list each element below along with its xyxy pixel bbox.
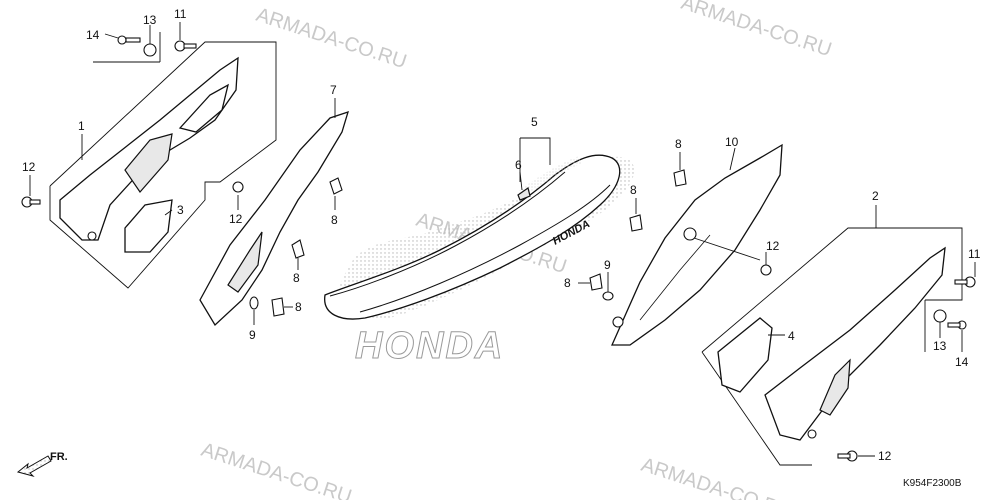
clip-8 — [271, 297, 285, 317]
callout-5: 5 — [531, 115, 538, 129]
callout-12: 12 — [229, 212, 243, 226]
bolt-12-right — [760, 264, 772, 276]
callout-7: 7 — [330, 83, 337, 97]
seat-edge-line — [359, 184, 611, 313]
clip-8 — [589, 273, 603, 291]
callout-11: 11 — [968, 247, 981, 261]
left-shroud-detail — [227, 231, 263, 293]
front-label: FR. — [50, 451, 68, 463]
callout-12: 12 — [766, 239, 780, 253]
left-side-cover-group — [21, 22, 277, 289]
callout-9: 9 — [249, 328, 256, 342]
seat-hook-6 — [517, 187, 531, 201]
callout-8: 8 — [675, 137, 682, 151]
diagram-code: K954F2300B — [903, 478, 962, 489]
left-group-frame — [49, 41, 277, 289]
clip-8 — [673, 169, 687, 187]
front-direction-indicator: FR. — [16, 451, 68, 477]
left-shroud-group — [199, 98, 349, 327]
callout-13: 13 — [143, 13, 157, 27]
collar-13-right — [933, 309, 947, 323]
clip-8 — [329, 177, 343, 195]
callout-13: 13 — [933, 339, 947, 353]
right-side-cover-group — [701, 205, 976, 466]
watermark-text: ARMADA-CO.RU — [198, 439, 354, 500]
callout-4: 4 — [788, 329, 795, 343]
leader-5 — [520, 137, 551, 165]
grommet — [683, 227, 697, 241]
grommet — [87, 231, 97, 241]
bolt-11-left-shank — [183, 43, 197, 49]
right-shroud-group — [610, 143, 783, 346]
grommet — [807, 429, 817, 439]
callout-14: 14 — [955, 355, 969, 369]
left-cover-rib — [178, 83, 229, 133]
watermark-text: ARMADA-CO.RU — [638, 454, 794, 500]
leader-12 — [693, 237, 761, 261]
bolt-12-left-shank — [29, 199, 41, 205]
leader-6 — [519, 171, 523, 191]
right-shroud — [610, 143, 783, 346]
callout-labels: 1 2 3 4 5 6 7 8 8 8 8 8 8 9 9 10 11 11 1… — [22, 7, 981, 463]
callout-8: 8 — [331, 213, 338, 227]
right-group-frame — [701, 351, 812, 466]
right-cover-window — [819, 358, 851, 416]
leader-10 — [729, 147, 736, 171]
bolt-14-left-shank — [125, 37, 141, 43]
right-side-cover — [764, 246, 946, 441]
washer-9 — [602, 291, 614, 301]
callout-8: 8 — [630, 183, 637, 197]
callout-6: 6 — [515, 158, 522, 172]
left-emblem — [124, 199, 173, 253]
right-group-frame — [925, 245, 963, 301]
watermark-text: ARMADA-CO.RU — [253, 4, 409, 73]
bolt-12-shroud — [232, 181, 244, 193]
callout-8: 8 — [564, 276, 571, 290]
honda-wordmark: HONDA — [355, 325, 504, 367]
front-arrow-icon — [16, 455, 52, 477]
callout-3: 3 — [177, 203, 184, 217]
bolt-11-right-shank — [954, 279, 968, 285]
leader-3 — [164, 209, 173, 216]
bolt-14-right-shank — [947, 322, 961, 328]
left-cover-window — [124, 133, 173, 193]
watermark-text: ARMADA-CO.RU — [678, 0, 834, 61]
bolt-14-left — [117, 35, 127, 45]
washer-9 — [249, 296, 259, 310]
clip-8 — [629, 214, 643, 232]
bolt-12-lower-shank — [837, 453, 851, 459]
callout-9: 9 — [604, 258, 611, 272]
leader-14 — [104, 33, 119, 39]
grommet — [612, 316, 624, 328]
callout-14: 14 — [86, 28, 100, 42]
seat-group: HONDA HONDA — [324, 137, 635, 368]
callout-12: 12 — [22, 160, 36, 174]
callout-2: 2 — [872, 189, 879, 203]
clip-8 — [291, 239, 305, 259]
callout-12: 12 — [878, 449, 892, 463]
callout-1: 1 — [78, 119, 85, 133]
seat-edge-line — [329, 171, 566, 297]
callout-8: 8 — [295, 300, 302, 314]
callout-8: 8 — [293, 271, 300, 285]
right-group-frame — [701, 227, 963, 353]
left-shroud — [199, 110, 349, 327]
callout-11: 11 — [174, 7, 187, 21]
right-shroud-edge — [639, 234, 711, 321]
callout-10: 10 — [725, 135, 739, 149]
right-emblem — [717, 317, 773, 393]
collar-13-left — [143, 43, 157, 57]
